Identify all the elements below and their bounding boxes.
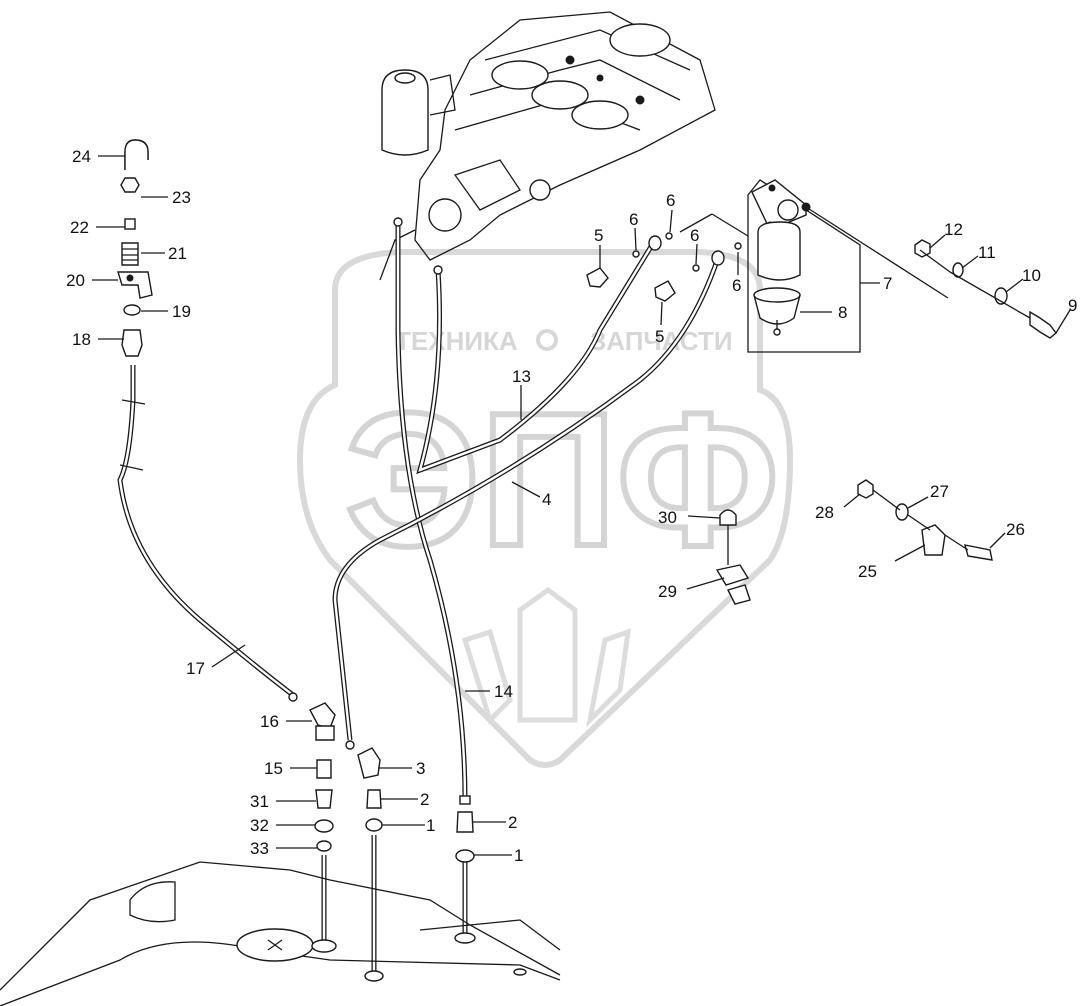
callout-6b: 6 <box>666 191 675 210</box>
callout-6c: 6 <box>690 226 699 245</box>
callout-17: 17 <box>186 659 205 678</box>
callout-25: 25 <box>858 562 877 581</box>
callout-6d: 6 <box>732 276 741 295</box>
callout-2a: 2 <box>420 790 429 809</box>
watermark-letters: ЭПФ <box>345 374 779 586</box>
callout-10: 10 <box>1022 266 1041 285</box>
callout-3: 3 <box>416 759 425 778</box>
callout-22: 22 <box>70 218 89 237</box>
watermark-brand-left: ТЕХНИКА <box>395 326 518 356</box>
callout-labels: 24 23 22 21 20 19 18 17 16 15 31 32 33 3… <box>66 147 1077 865</box>
callout-11: 11 <box>978 243 996 262</box>
watermark-towers <box>461 586 632 728</box>
callout-8: 8 <box>838 303 847 322</box>
callout-21: 21 <box>168 244 187 263</box>
fuel-pipes <box>117 220 721 975</box>
callout-13: 13 <box>512 367 531 386</box>
callout-32: 32 <box>250 816 269 835</box>
callout-33: 33 <box>250 839 269 858</box>
bottom-fittings <box>288 692 475 863</box>
callout-27: 27 <box>930 482 949 501</box>
callout-7: 7 <box>883 274 892 293</box>
callout-12: 12 <box>944 220 963 239</box>
callout-1a: 1 <box>426 816 435 835</box>
leader-lines <box>92 155 1071 856</box>
watermark-brand-right: ЗАПЧАСТИ <box>590 326 733 356</box>
callout-9: 9 <box>1068 296 1077 315</box>
callout-1b: 1 <box>514 846 523 865</box>
watermark-gear-icon <box>536 329 558 351</box>
top-fittings <box>393 217 742 302</box>
left-fitting-stack <box>117 139 153 357</box>
callout-28: 28 <box>815 503 834 522</box>
callout-16: 16 <box>260 712 279 731</box>
callout-30: 30 <box>658 508 677 527</box>
callout-4: 4 <box>542 490 551 509</box>
callout-14: 14 <box>494 682 513 701</box>
callout-31: 31 <box>250 792 269 811</box>
right-hardware <box>715 239 1057 605</box>
callout-18: 18 <box>72 330 91 349</box>
callout-24: 24 <box>72 147 91 166</box>
callout-29: 29 <box>658 582 677 601</box>
callout-15: 15 <box>264 759 283 778</box>
engine-block <box>379 11 716 281</box>
watermark: ТЕХНИКА ЗАПЧАСТИ ЭПФ <box>296 249 794 768</box>
fuel-filter-assembly <box>747 179 861 353</box>
callout-26: 26 <box>1006 520 1025 539</box>
callout-6a: 6 <box>629 210 638 229</box>
callout-23: 23 <box>172 188 191 207</box>
fuel-tank <box>0 861 561 1006</box>
callout-5a: 5 <box>594 226 603 245</box>
callout-19: 19 <box>172 302 191 321</box>
callout-2b: 2 <box>508 813 517 832</box>
callout-5b: 5 <box>655 327 664 346</box>
callout-20: 20 <box>66 271 85 290</box>
